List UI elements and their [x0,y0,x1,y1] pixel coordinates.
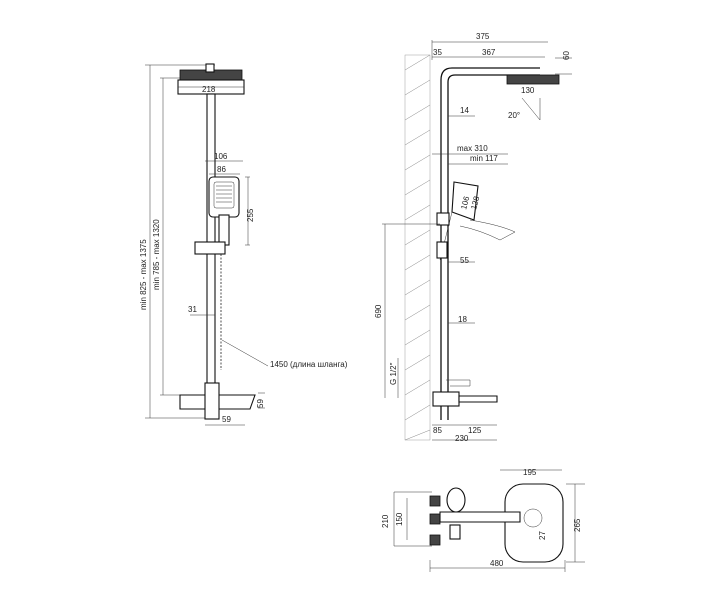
top-view: 195 265 210 150 27 480 [381,468,585,572]
slide-holder [194,241,226,255]
total-height-label: min 825 - max 1375 [139,239,148,310]
spout-length-label: 125 [468,426,482,435]
inlet-height-label: 690 [374,304,383,318]
thread-label: G 1/2" [389,362,398,385]
bar-offset-label: 31 [188,305,197,314]
pipe-gap-bottom-label: 18 [458,315,467,324]
handset-b-label: 128 [469,195,481,211]
head-width-label: 218 [202,85,216,94]
hand-shower [208,176,240,218]
side-view: 375 35 367 60 130 20° 14 max 310 min 117… [374,32,572,443]
wall-gap-label: 35 [433,48,442,57]
head-diameter-label: 130 [521,86,535,95]
holder-max-label: max 310 [457,144,488,153]
handset-height-label: 255 [246,208,255,222]
top-rain-head [504,483,564,563]
handset-a-label: 106 [459,195,471,211]
bar-height-label: min 785 - max 1320 [152,219,161,290]
handset-inner-width-label: 86 [217,165,226,174]
top-head-depth-label: 265 [573,518,582,532]
hose-length-label: 1450 (длина шланга) [270,360,348,369]
holder-min-label: min 117 [470,154,498,163]
top-mixer [439,511,521,523]
side-riser [440,67,540,420]
side-rain-head [506,74,560,85]
mixer-offset-label: 85 [433,426,442,435]
head-thickness-label: 60 [562,51,571,60]
arm-length-label: 367 [482,48,496,57]
mixer-height-label: 59 [256,399,265,408]
total-width-label: 480 [490,559,504,568]
top-head-width-label: 195 [523,468,537,477]
mixer-depth-label: 230 [455,434,469,443]
head-angle-label: 20° [508,111,520,120]
handset-outer-width-label: 106 [214,152,228,161]
side-mixer [432,391,460,407]
side-handset [451,181,479,221]
holder-size-label: 55 [460,256,469,265]
total-reach-label: 375 [476,32,490,41]
mixer-width-label: 59 [222,415,231,424]
inlet-spacing-label: 150 [395,512,404,526]
pipe-gap-top-label: 14 [460,106,469,115]
total-depth-label: 210 [381,514,390,528]
front-view: min 825 - max 1375 min 785 - max 1320 21… [139,63,348,426]
top-handset [446,487,466,513]
spout-width-label: 27 [538,531,547,540]
